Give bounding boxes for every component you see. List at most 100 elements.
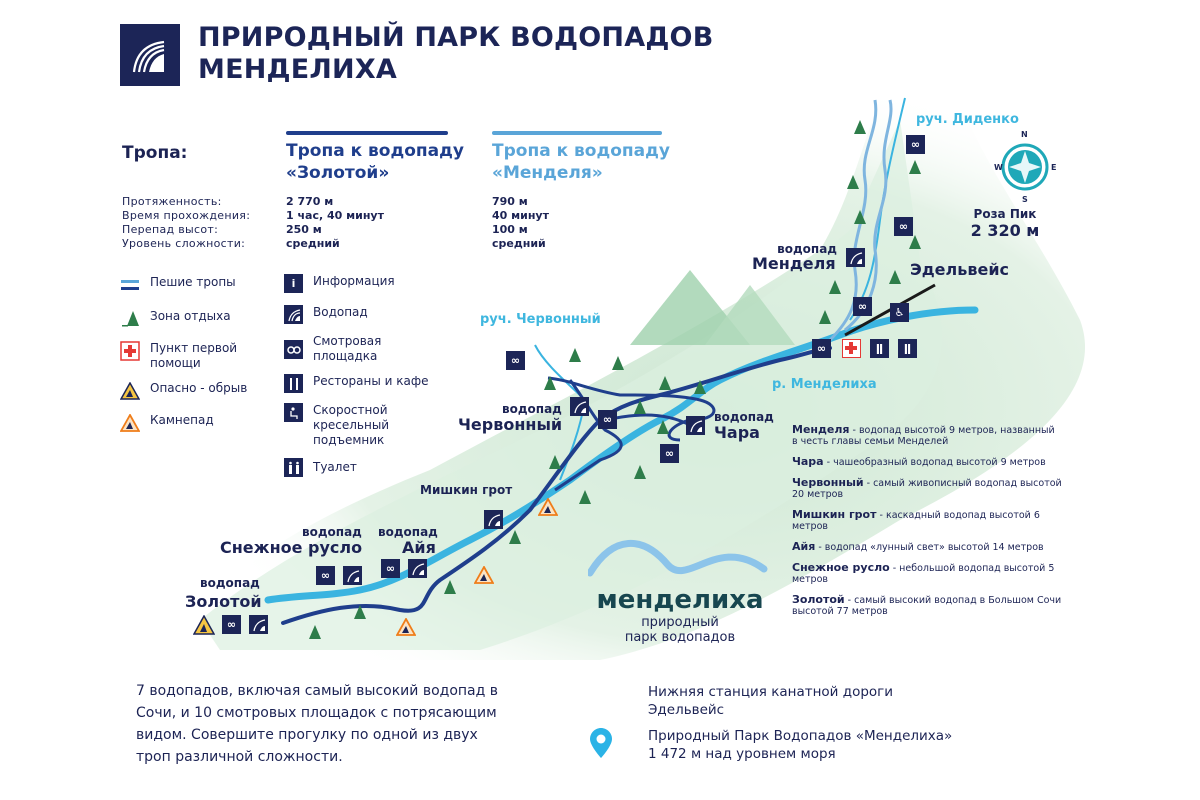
- waterfall-icon[interactable]: [570, 397, 589, 416]
- waterfall-logo-icon: [132, 40, 165, 73]
- first-aid-icon: [120, 341, 140, 361]
- viewpoint-binoculars-icon: [284, 339, 303, 359]
- viewpoint-binoculars-icon[interactable]: ∞: [812, 339, 831, 358]
- danger-cliff-icon[interactable]: [192, 614, 216, 639]
- waterfall-icon[interactable]: [686, 416, 705, 435]
- compass-icon: N W E S: [994, 130, 1056, 204]
- trail-mendelya-title-2: «Менделя»: [492, 163, 603, 183]
- stat-label-elevation: Перепад высот:: [122, 223, 219, 236]
- waterfall-icon[interactable]: [249, 615, 268, 634]
- stat-value: 790 м: [492, 195, 528, 208]
- stat-label-time: Время прохождения:: [122, 209, 251, 222]
- rockfall-icon[interactable]: [473, 565, 495, 588]
- creek-didenko: [849, 97, 906, 321]
- chairlift-icon[interactable]: ♿: [890, 303, 909, 322]
- rockfall-icon[interactable]: [395, 617, 417, 640]
- viewpoint-binoculars-icon[interactable]: ∞: [381, 559, 400, 578]
- waterfall-mishkin-name: Мишкин грот: [420, 483, 513, 497]
- waterfall-icon[interactable]: [846, 248, 865, 267]
- park-logo: [120, 24, 180, 86]
- viewpoint-binoculars-icon[interactable]: ∞: [222, 615, 241, 634]
- svg-text:N: N: [1021, 130, 1028, 139]
- information-icon: i: [284, 274, 303, 293]
- hiking-trails-icon: [120, 275, 140, 295]
- legend-label: Смотровая площадка: [313, 334, 382, 363]
- stat-value: 250 м: [286, 223, 322, 236]
- waterfall-icon[interactable]: [408, 559, 427, 578]
- viewpoint-binoculars-icon[interactable]: ∞: [506, 351, 525, 370]
- legend-label: Рестораны и кафе: [313, 374, 429, 388]
- legend-item-chairlift: Скоростной кресельный подъемник: [284, 403, 434, 448]
- waterfall-chara-name: Чара: [714, 423, 760, 442]
- legend-item-toilet: Туалет: [284, 458, 434, 477]
- first-aid-icon[interactable]: [842, 339, 861, 358]
- legend-label: Камнепад: [150, 413, 214, 427]
- legend-label: Водопад: [313, 305, 368, 319]
- footer-location: Природный Парк Водопадов «Менделиха» 1 4…: [648, 728, 953, 762]
- toilet-icon[interactable]: ǁ: [898, 339, 917, 358]
- trail-mendelya-bar: [492, 131, 662, 135]
- footer-station: Нижняя станция канатной дороги Эдельвейс: [648, 684, 894, 718]
- edelweiss-label: Эдельвейс: [910, 260, 1010, 279]
- trail-zolotoy-title-1: Тропа к водопаду: [286, 141, 464, 161]
- trail-mendelya-title: Тропа к водопаду «Менделя»: [492, 140, 670, 184]
- mountain-icon: [705, 285, 795, 345]
- legend-item-rockfall: Камнепад: [120, 413, 280, 433]
- waterfall-icon[interactable]: [484, 510, 503, 529]
- trail-mendelya-title-1: Тропа к водопаду: [492, 141, 670, 161]
- legend-label: Пешие тропы: [150, 275, 236, 289]
- location-pin-icon: [590, 728, 612, 762]
- peak-name: Роза Пик: [973, 207, 1037, 221]
- viewpoint-binoculars-icon[interactable]: ∞: [906, 135, 925, 154]
- viewpoint-binoculars-icon[interactable]: ∞: [598, 410, 617, 429]
- waterfall-descriptions: Менделя - водопад высотой 9 метров, назв…: [792, 424, 1062, 617]
- stat-value: 100 м: [492, 223, 528, 236]
- legend-label: Пункт первой помощи: [150, 341, 238, 370]
- stat-value: средний: [492, 237, 546, 250]
- waterfall-zolotoy-name: Золотой: [185, 592, 262, 611]
- svg-text:W: W: [994, 163, 1003, 172]
- legend-label: Зона отдыха: [150, 309, 231, 323]
- waterfall-icon[interactable]: [343, 566, 362, 585]
- river-label: р. Менделиха: [772, 377, 877, 392]
- title-line-1: ПРИРОДНЫЙ ПАРК ВОДОПАДОВ: [198, 22, 714, 53]
- footer-summary: 7 водопадов, включая самый высокий водоп…: [136, 683, 498, 765]
- rockfall-icon[interactable]: [537, 497, 559, 520]
- rest-area-tree-icon: [120, 309, 140, 329]
- peak-label: Роза Пик 2 320 м: [965, 207, 1045, 240]
- waterfall-mendelya-name: Менделя: [752, 254, 836, 273]
- creek-didenko-label: руч. Диденко: [916, 112, 1019, 127]
- waterfall-aiya-word: водопад: [378, 525, 438, 539]
- legend-item-restaurant: Рестораны и кафе: [284, 374, 434, 393]
- stat-value: 2 770 м: [286, 195, 334, 208]
- restaurant-icon[interactable]: ǁ: [870, 339, 889, 358]
- stat-label-length: Протяженность:: [122, 195, 222, 208]
- legend-item-trails: Пешие тропы: [120, 275, 280, 295]
- restaurant-icon: [284, 374, 303, 393]
- description-item: Снежное русло - небольшой водопад высото…: [792, 561, 1055, 585]
- brand-subtitle-1: природный: [641, 615, 719, 630]
- viewpoint-binoculars-icon[interactable]: ∞: [660, 444, 679, 463]
- waterfall-chervonny-word: водопад: [502, 402, 562, 416]
- viewpoint-binoculars-icon[interactable]: ∞: [316, 566, 335, 585]
- description-item: Мишкин грот - каскадный водопад высотой …: [792, 508, 1040, 532]
- waterfall-aiya-name: Айя: [402, 538, 436, 557]
- trail-zolotoy-title-2: «Золотой»: [286, 163, 390, 183]
- waterfall-snezhnoe-word: водопад: [302, 525, 362, 539]
- legend-item-danger-cliff: Опасно - обрыв: [120, 381, 280, 401]
- trail-zolotoy-title: Тропа к водопаду «Золотой»: [286, 140, 464, 184]
- legend-label: Скоростной кресельный подъемник: [313, 403, 390, 447]
- description-item: Айя - водопад «лунный свет» высотой 14 м…: [792, 540, 1044, 553]
- rest-area-trees: [309, 120, 921, 639]
- river-mendelikha: [264, 306, 979, 604]
- danger-cliff-icon: [120, 381, 140, 401]
- title-line-2: МЕНДЕЛИХА: [198, 54, 397, 85]
- legend-item-rest-area: Зона отдыха: [120, 309, 280, 329]
- viewpoint-binoculars-icon[interactable]: ∞: [894, 217, 913, 236]
- waterfall-chara-word: водопад: [714, 410, 774, 424]
- stat-value: 40 минут: [492, 209, 549, 222]
- viewpoint-binoculars-icon[interactable]: ∞: [853, 297, 872, 316]
- legend-item-viewpoint: Смотровая площадка: [284, 334, 434, 364]
- peak-height: 2 320 м: [970, 221, 1040, 240]
- legend-left: Пешие тропы Зона отдыха Пункт первой пом…: [120, 275, 280, 433]
